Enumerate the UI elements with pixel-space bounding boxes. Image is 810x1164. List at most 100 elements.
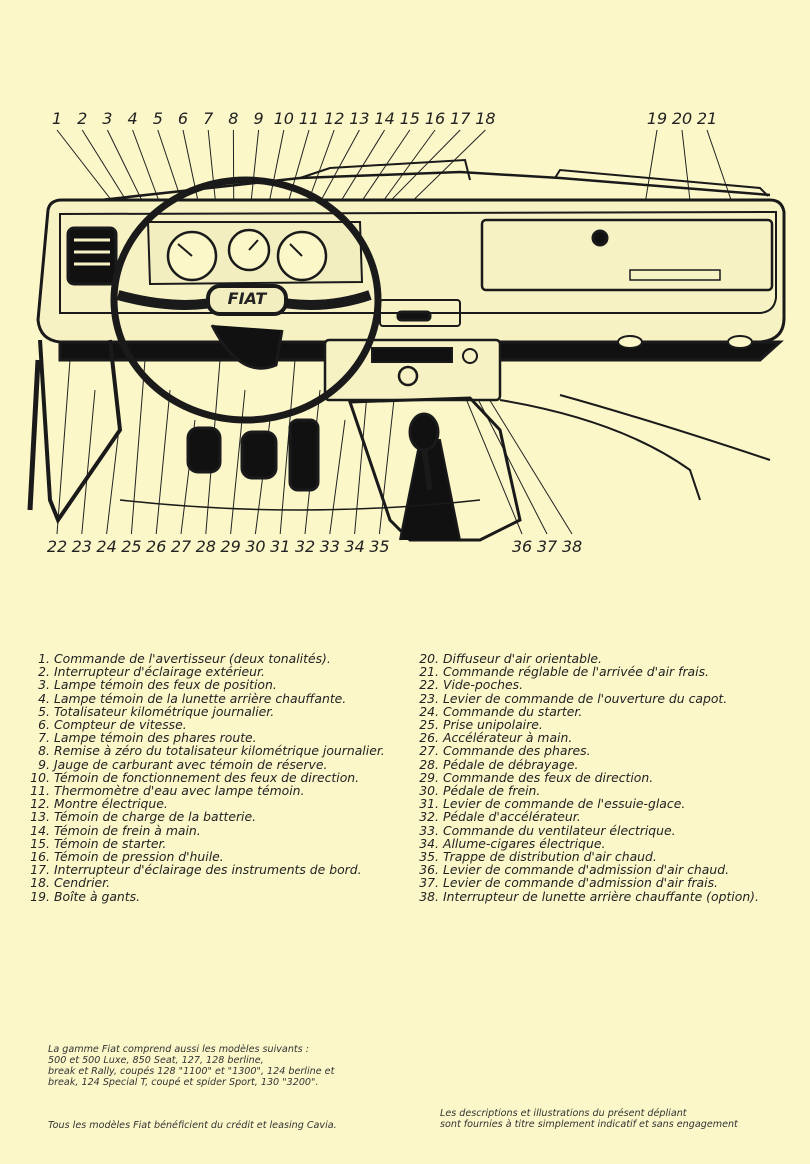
legend-item-text: Lampe témoin de la lunette arrière chauf…	[54, 690, 347, 706]
legend-item-text: Montre électrique.	[54, 796, 168, 812]
legend-item: 20. Diffuseur d'air orientable.	[417, 652, 759, 665]
models-note-line: 500 et 500 Luxe, 850 Seat, 127, 128 berl…	[48, 1055, 264, 1066]
legend-item-text: Commande des feux de direction.	[443, 769, 654, 785]
legend-item-number: 33.	[419, 822, 439, 838]
legend-item-text: Témoin de frein à main.	[54, 822, 201, 838]
callout-number: 12	[324, 109, 344, 128]
legend-item-text: Témoin de fonctionnement des feux de dir…	[54, 769, 360, 785]
callout-number: 33	[320, 537, 340, 556]
legend-item: 13.Témoin de charge de la batterie.	[28, 810, 385, 823]
legend-item-text: Commande du starter.	[443, 703, 583, 719]
legend-item-number: 34.	[419, 835, 439, 851]
legend-item: 27.Commande des phares.	[417, 744, 759, 757]
legend-item-text: Témoin de starter.	[54, 835, 167, 851]
legend-item-text: Remise à zéro du totalisateur kilométriq…	[54, 743, 385, 759]
legend-item-number: 14.	[30, 822, 50, 838]
legend-item-text: Commande réglable de l'arrivée d'air fra…	[443, 664, 709, 680]
callout-number: 30	[245, 537, 265, 556]
callout-number: 6	[178, 109, 188, 128]
legend-item-text: Thermomètre d'eau avec lampe témoin.	[54, 783, 305, 799]
legend-item-text: Témoin de charge de la batterie.	[54, 809, 257, 825]
leader-line	[106, 419, 121, 535]
legend-item-text: Pédale de frein.	[443, 783, 541, 799]
callout-number: 38	[562, 537, 582, 556]
legend-item: 15.Témoin de starter.	[28, 837, 385, 850]
callout-number: 3	[102, 109, 112, 128]
models-note-line: break et Rally, coupés 128 "1100" et "13…	[48, 1066, 335, 1077]
leader-line	[378, 389, 396, 535]
legend-item-text: Accélérateur à main.	[443, 730, 573, 746]
legend-item-number: 24.	[419, 703, 439, 719]
legend-item: 5.Totalisateur kilométrique journalier.	[28, 705, 385, 718]
legend-item: 16.Témoin de pression d'huile.	[28, 850, 385, 863]
callout-number: 19	[647, 109, 667, 128]
legend-item: 31.Levier de commande de l'essuie-glace.	[417, 797, 759, 810]
legend-item: 2.Interrupteur d'éclairage extérieur.	[28, 665, 385, 678]
leader-line	[230, 389, 246, 535]
legend-item-number: 17.	[30, 862, 50, 878]
legend-item-number: 32.	[419, 809, 439, 825]
legend-item-text: Levier de commande d'admission d'air cha…	[443, 862, 730, 878]
callout-number: 23	[72, 537, 92, 556]
legend-item-number: 11.	[30, 783, 50, 799]
callout-number: 4	[128, 109, 138, 128]
callout-number: 16	[425, 109, 445, 128]
legend-item-number: 3.	[38, 677, 50, 693]
legend-item: 30.Pédale de frein.	[417, 784, 759, 797]
legend-item-number: 5.	[38, 703, 50, 719]
legend-item-number: 19.	[30, 888, 50, 904]
legend-item: 22.Vide-poches.	[417, 678, 759, 691]
callout-number: 2	[77, 109, 87, 128]
callout-number: 11	[299, 109, 319, 128]
legend-item-text: Pédale d'accélérateur.	[443, 809, 581, 825]
legend-item-number: 29.	[419, 769, 439, 785]
callout-number: 5	[153, 109, 163, 128]
legend-item: 28.Pédale de débrayage.	[417, 756, 759, 772]
callout-number: 10	[274, 109, 294, 128]
legend-item-text: Pédale de débrayage.	[443, 756, 579, 772]
legend-item: 6.Compteur de vitesse.	[28, 718, 385, 731]
legend-item-text: Diffuseur d'air orientable.	[443, 651, 602, 666]
legend-item-number: 22.	[419, 677, 439, 693]
legend-item: 19.Boîte à gants.	[28, 888, 385, 904]
legend-item: 8.Remise à zéro du totalisateur kilométr…	[28, 744, 385, 757]
callout-number: 29	[220, 537, 240, 556]
legend-item: 23.Levier de commande de l'ouverture du …	[417, 690, 759, 706]
legend-item: 12.Montre électrique.	[28, 797, 385, 810]
callout-number: 34	[344, 537, 364, 556]
legend-item: 35.Trappe de distribution d'air chaud.	[417, 850, 759, 863]
leader-line	[279, 359, 296, 535]
callout-number: 20	[672, 109, 692, 128]
legend-item-number: 23.	[419, 690, 439, 706]
leader-line	[56, 359, 71, 535]
disclaimer-line: sont fournies à titre simplement indicat…	[440, 1119, 738, 1130]
legend-item-number: 26.	[419, 730, 439, 746]
legend-item-number: 30.	[419, 783, 439, 799]
legend-item: 26.Accélérateur à main.	[417, 731, 759, 744]
legend-item-text: Lampe témoin des feux de position.	[54, 677, 277, 693]
callout-number: 26	[146, 537, 166, 556]
legend-item-text: Prise unipolaire.	[443, 717, 543, 733]
legend-item-number: 15.	[30, 835, 50, 851]
legend-item-number: 20.	[419, 651, 439, 666]
leader-line	[130, 359, 146, 535]
callout-number: 15	[400, 109, 420, 128]
legend-item: 18.Cendrier.	[28, 876, 385, 889]
legend-item-text: Jauge de carburant avec témoin de réserv…	[54, 756, 328, 772]
legend-item-text: Cendrier.	[54, 875, 111, 891]
legend-item: 32.Pédale d'accélérateur.	[417, 810, 759, 823]
legend-item-number: 25.	[419, 717, 439, 733]
legend-item: 7.Lampe témoin des phares route.	[28, 731, 385, 744]
legend-item-text: Commande du ventilateur électrique.	[443, 822, 676, 838]
legend-item-number: 27.	[419, 743, 439, 759]
legend-item: 29.Commande des feux de direction.	[417, 771, 759, 784]
legend-item: 17.Interrupteur d'éclairage des instrume…	[28, 863, 385, 876]
legend-item-text: Levier de commande d'admission d'air fra…	[443, 875, 718, 891]
legend-item-number: 38.	[419, 888, 439, 904]
callout-number: 36	[512, 537, 532, 556]
legend-item-text: Vide-poches.	[443, 677, 524, 693]
credit-note: Tous les modèles Fiat bénéficient du cré…	[48, 1120, 337, 1131]
